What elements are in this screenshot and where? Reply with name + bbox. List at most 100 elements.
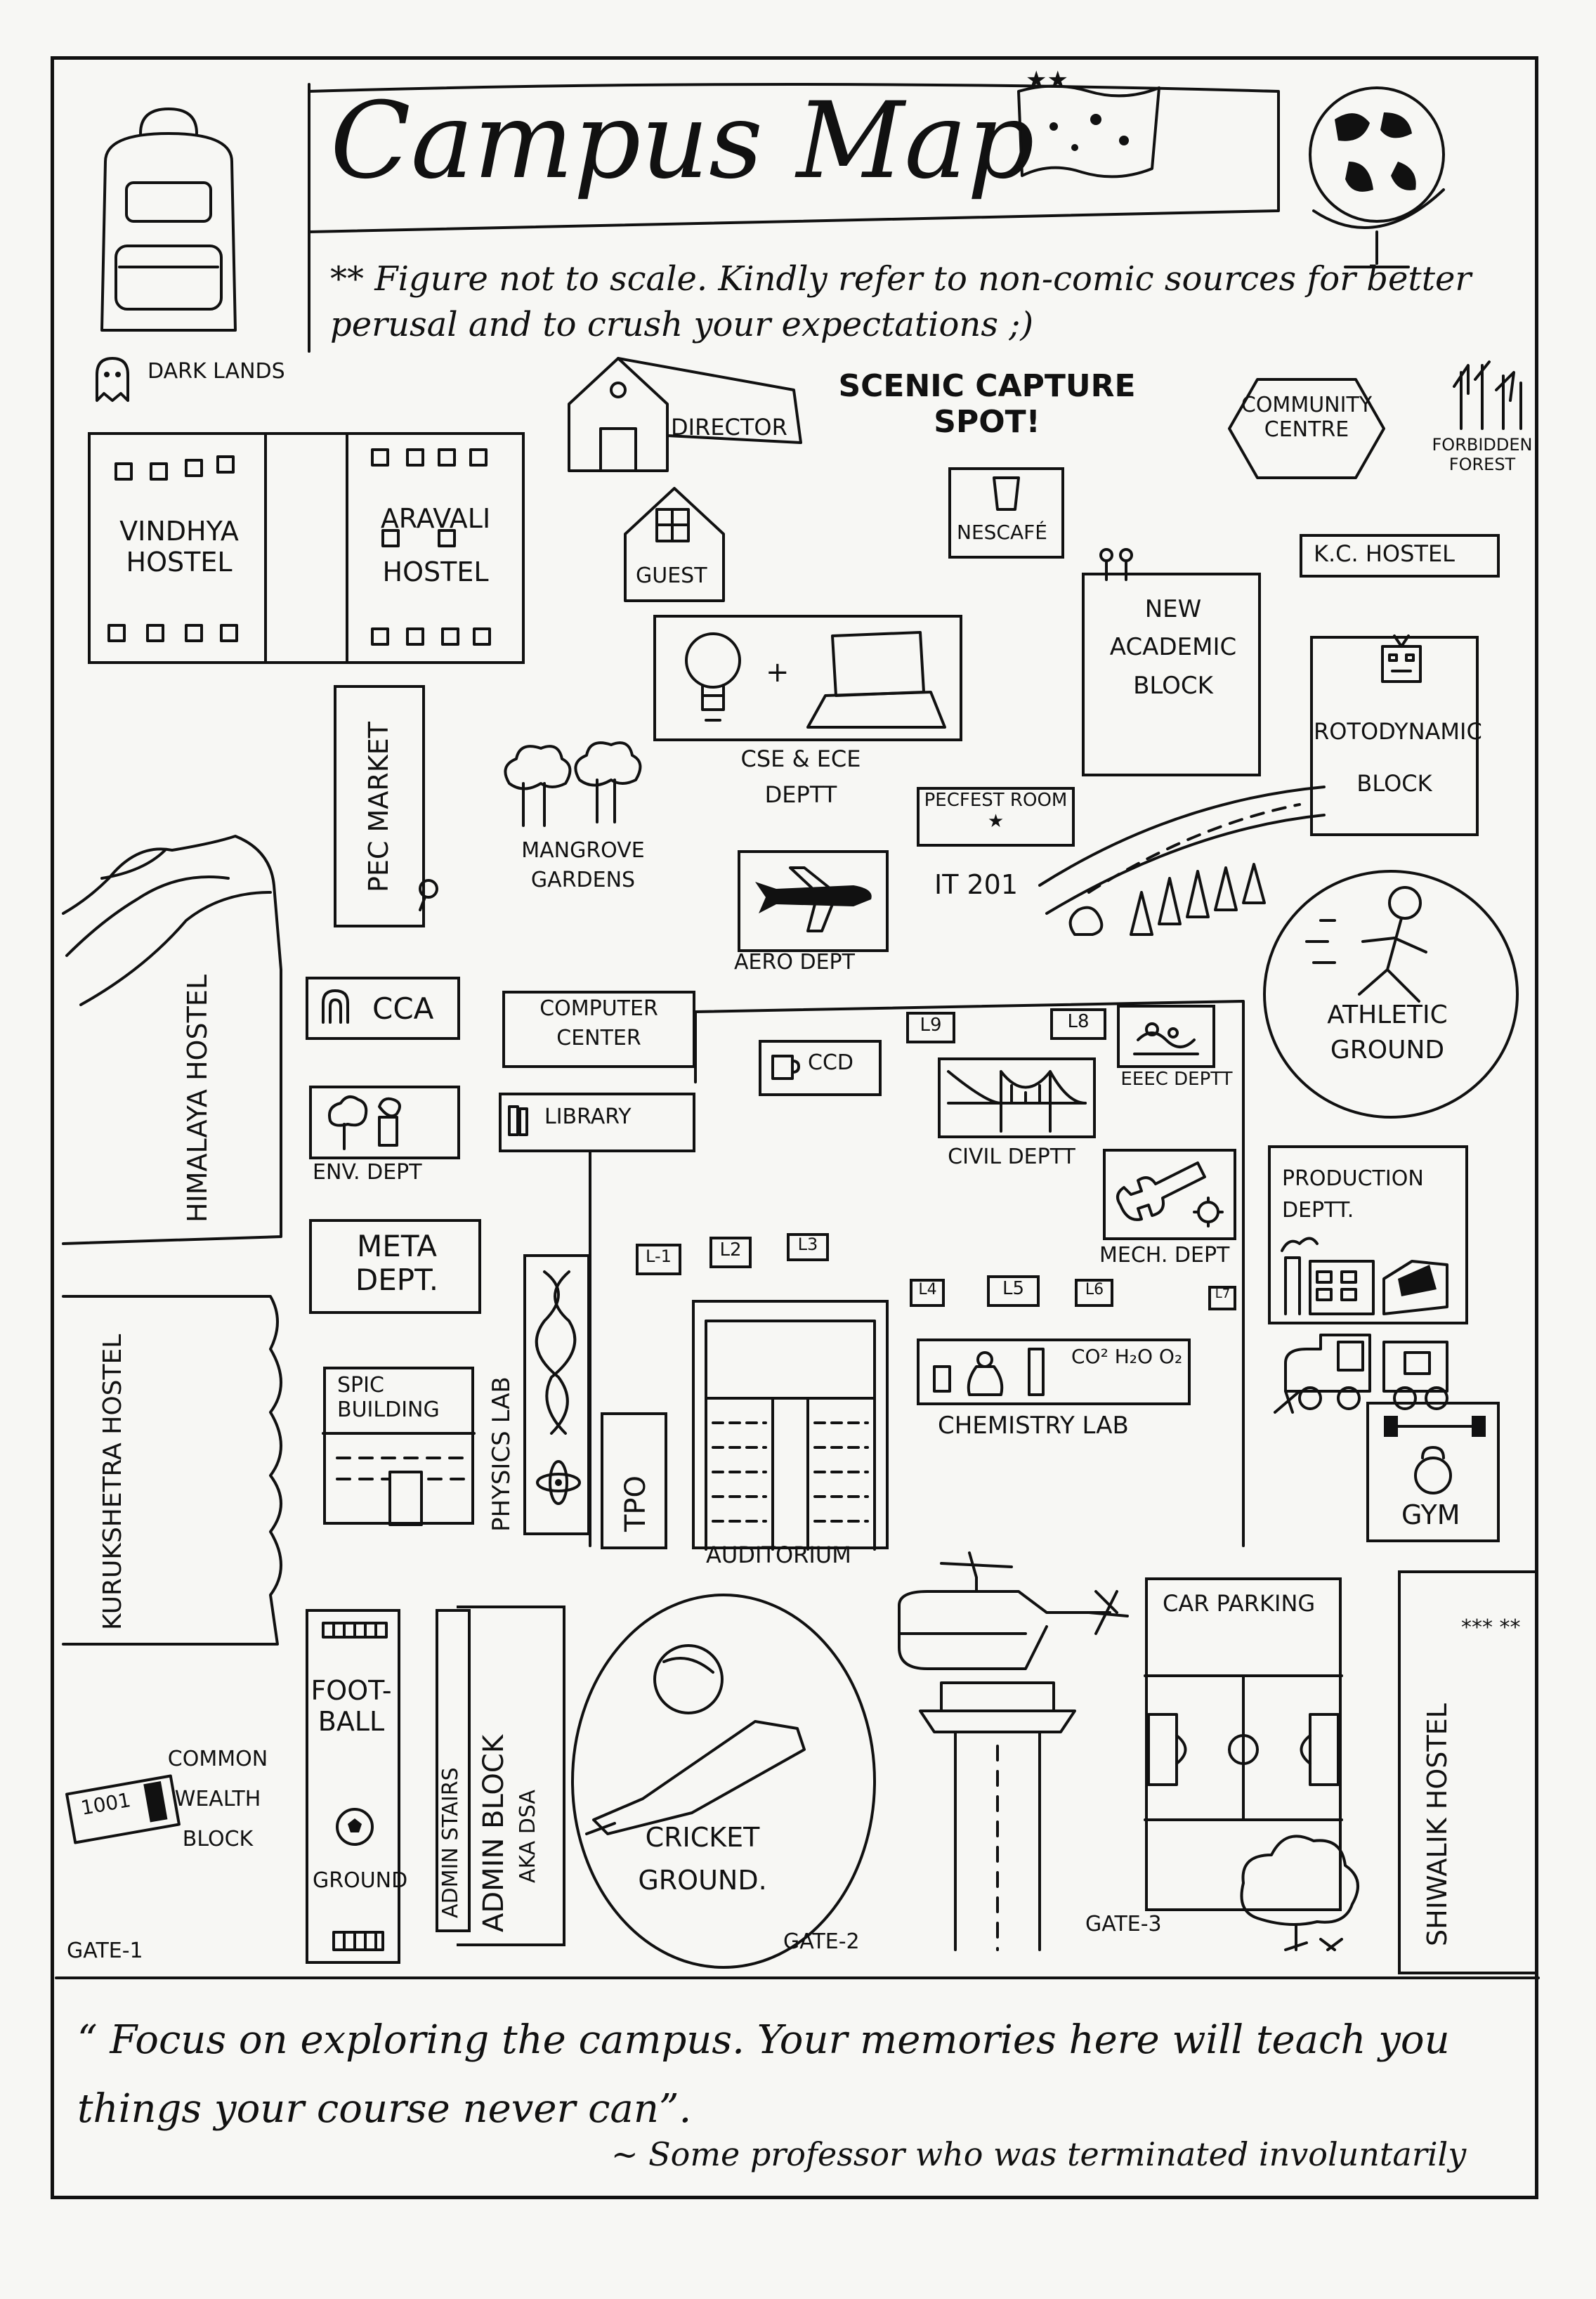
train-icon bbox=[1274, 1334, 1448, 1414]
pec-market-label: PEC MARKET bbox=[363, 722, 394, 892]
cse-ece-building[interactable] bbox=[653, 615, 962, 741]
title-flag bbox=[308, 83, 1280, 353]
cse-ece-label: CSE & ECE DEPTT bbox=[740, 745, 861, 809]
aravali-hostel[interactable] bbox=[346, 432, 525, 664]
ccd[interactable] bbox=[759, 1040, 882, 1096]
mech-dept[interactable] bbox=[1103, 1149, 1236, 1240]
vindhya-label: VINDHYA HOSTEL bbox=[119, 516, 239, 578]
road-trees bbox=[1038, 786, 1326, 936]
mangrove-trees-icon bbox=[504, 741, 642, 827]
bottom-baseline bbox=[55, 1976, 1540, 1979]
env-label: ENV. DEPT bbox=[313, 1160, 422, 1185]
l2-label: L2 bbox=[719, 1239, 742, 1261]
cricket-label: CRICKET GROUND. bbox=[638, 1822, 767, 1896]
lecture-hall-l1[interactable] bbox=[636, 1244, 681, 1275]
physics-lab[interactable] bbox=[523, 1254, 590, 1535]
tv-robot-icon bbox=[1381, 634, 1422, 683]
cricket-ground-circle[interactable] bbox=[565, 1588, 882, 1974]
civil-dept[interactable] bbox=[938, 1057, 1096, 1138]
svg-text:★★: ★★ bbox=[1026, 66, 1068, 94]
circuit-icon bbox=[1133, 1022, 1199, 1055]
library[interactable] bbox=[499, 1093, 695, 1152]
cca-label: CCA bbox=[372, 991, 434, 1026]
nescafe-label: NESCAFÉ bbox=[957, 521, 1047, 544]
admin-block[interactable] bbox=[457, 1606, 565, 1946]
l3-label: L3 bbox=[797, 1235, 818, 1254]
dna-atom-icon bbox=[535, 1270, 581, 1505]
vindhya-hostel[interactable] bbox=[88, 432, 267, 664]
eeec-dept[interactable] bbox=[1117, 1005, 1215, 1068]
rotodynamic-label: ROTODYNAMIC BLOCK bbox=[1314, 718, 1482, 797]
hostel-connector bbox=[264, 432, 348, 664]
tpo[interactable] bbox=[601, 1412, 667, 1549]
quote-attribution: ~ Some professor who was terminated invo… bbox=[611, 2135, 1467, 2173]
pec-market[interactable] bbox=[334, 685, 425, 927]
car-parking[interactable] bbox=[1145, 1577, 1342, 1911]
civil-label: CIVIL DEPTT bbox=[948, 1145, 1075, 1169]
football-ground[interactable] bbox=[306, 1609, 400, 1964]
auditorium-label: AUDITORIUM bbox=[706, 1542, 851, 1568]
bush-icon bbox=[1240, 1835, 1359, 1951]
guest-house[interactable] bbox=[618, 481, 731, 608]
computer-center-label: COMPUTER CENTER bbox=[539, 996, 658, 1050]
aero-dept[interactable] bbox=[738, 850, 889, 952]
nescafe-box[interactable] bbox=[948, 467, 1064, 559]
backpack-icon bbox=[100, 108, 237, 332]
production-label: PRODUCTION DEPTT. bbox=[1282, 1166, 1424, 1223]
library-path bbox=[589, 1151, 591, 1547]
page-title: Campus Map bbox=[330, 80, 1035, 202]
shiwalik-hostel[interactable] bbox=[1398, 1570, 1538, 1974]
kurukshetra-hostel-region[interactable] bbox=[60, 1293, 292, 1651]
env-dept[interactable] bbox=[309, 1086, 460, 1159]
community-centre-hexagon[interactable] bbox=[1226, 376, 1387, 481]
lecture-hall-l3[interactable] bbox=[787, 1233, 829, 1261]
lecture-hall-l4[interactable] bbox=[910, 1279, 945, 1307]
money-icon bbox=[65, 1774, 181, 1844]
gym[interactable] bbox=[1366, 1402, 1500, 1542]
aka-dsa-label: AKA DSA bbox=[516, 1790, 540, 1883]
coffee-cup-icon bbox=[771, 1055, 800, 1080]
mech-label: MECH. DEPT bbox=[1099, 1243, 1230, 1268]
kurukshetra-label: KURUKSHETRA HOSTEL bbox=[98, 1334, 127, 1630]
lecture-hall-l9[interactable] bbox=[906, 1012, 955, 1043]
scale-note: ** Figure not to scale. Kindly refer to … bbox=[330, 259, 1472, 344]
shiwalik-stars: *** ** bbox=[1461, 1615, 1521, 1640]
helicopter-tower-icon bbox=[898, 1551, 1129, 1951]
aravali-label: ARAVALI HOSTEL bbox=[380, 503, 491, 587]
map-frame bbox=[51, 56, 1538, 2199]
auditorium-windows bbox=[705, 1320, 876, 1551]
eeec-label: EEEC DEPTT bbox=[1120, 1069, 1233, 1090]
admin-block-label: ADMIN BLOCK bbox=[478, 1734, 510, 1932]
himalaya-label: HIMALAYA HOSTEL bbox=[182, 975, 213, 1223]
svg-text:+: + bbox=[766, 656, 790, 689]
new-academic-block[interactable] bbox=[1082, 573, 1261, 776]
production-dept[interactable] bbox=[1268, 1145, 1468, 1324]
lecture-hall-l6[interactable] bbox=[1075, 1279, 1113, 1307]
meta-label: META DEPT. bbox=[355, 1229, 439, 1298]
meta-dept[interactable] bbox=[309, 1219, 481, 1314]
airplane-icon bbox=[755, 866, 872, 932]
common-wealth-label: COMMON WEALTH BLOCK bbox=[167, 1747, 268, 1851]
cca-building[interactable] bbox=[306, 977, 460, 1040]
cca-icon bbox=[322, 989, 349, 1024]
lecture-hall-l8[interactable] bbox=[1050, 1008, 1106, 1040]
himalaya-hostel-region[interactable] bbox=[60, 829, 292, 1251]
wrench-gear-icon bbox=[1116, 1161, 1224, 1227]
mangrove-label: MANGROVE GARDENS bbox=[521, 838, 645, 892]
lecture-hall-l2[interactable] bbox=[709, 1237, 752, 1268]
admin-stairs[interactable] bbox=[436, 1609, 471, 1932]
spic-label: SPIC BUILDING bbox=[337, 1373, 440, 1422]
chemistry-lab[interactable] bbox=[917, 1339, 1191, 1405]
lecture-hall-l7[interactable] bbox=[1208, 1286, 1236, 1310]
director-house[interactable] bbox=[562, 351, 808, 478]
kc-hostel[interactable] bbox=[1300, 534, 1500, 578]
community-centre-label: COMMUNITY CENTRE bbox=[1241, 393, 1373, 442]
football-icon bbox=[336, 1808, 374, 1846]
athletic-ground-circle[interactable] bbox=[1257, 864, 1524, 1124]
ghost-icon bbox=[96, 357, 129, 402]
auditorium-building[interactable] bbox=[692, 1300, 889, 1549]
pecfest-room[interactable] bbox=[917, 787, 1075, 847]
lecture-hall-l5[interactable] bbox=[987, 1275, 1040, 1307]
l8-label: L8 bbox=[1067, 1011, 1090, 1032]
library-label: LIBRARY bbox=[544, 1105, 632, 1129]
